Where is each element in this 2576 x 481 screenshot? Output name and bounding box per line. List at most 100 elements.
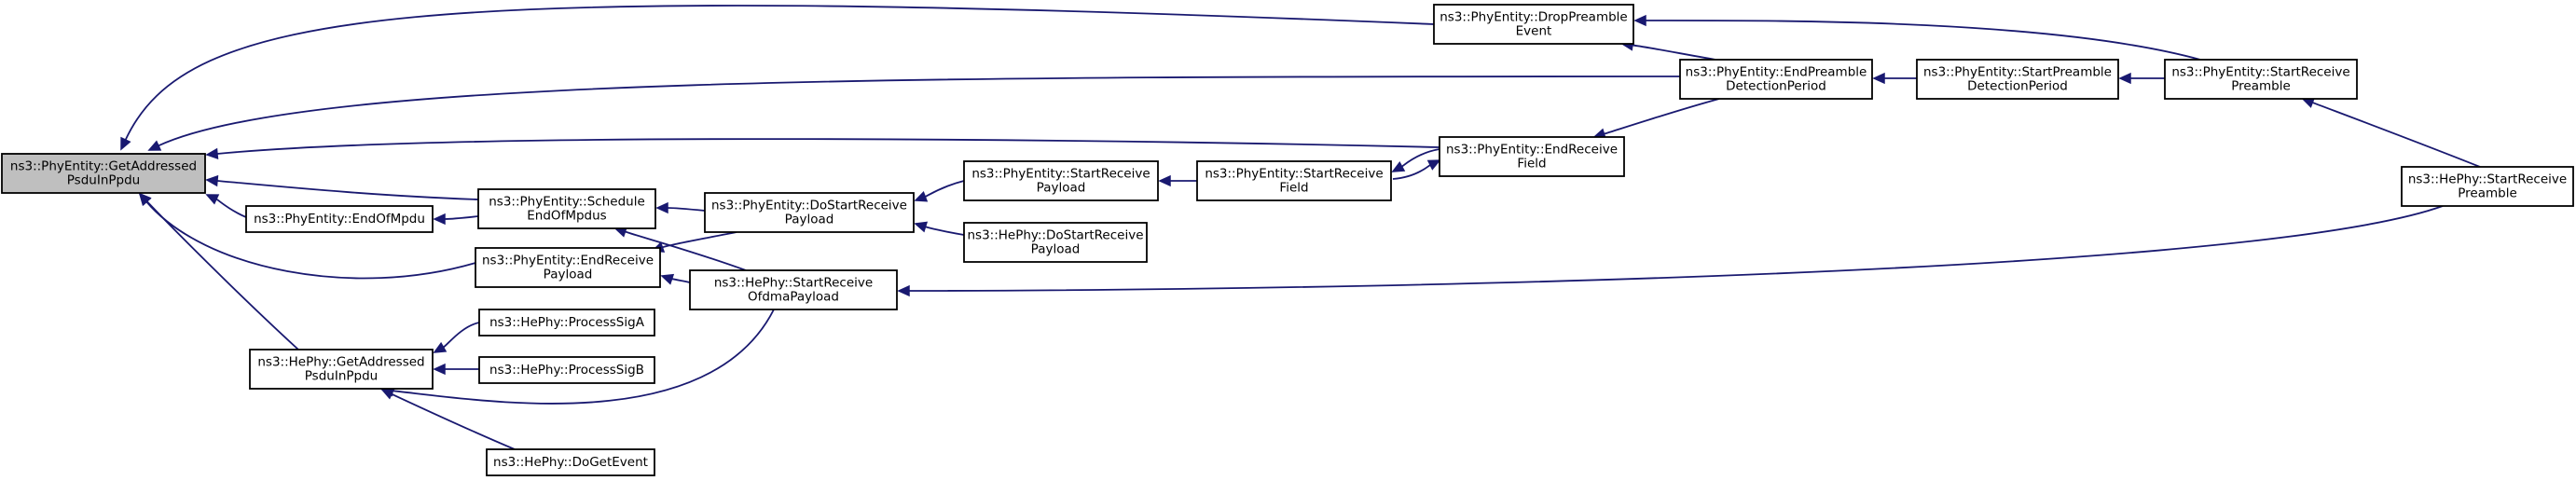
node-label: DetectionPeriod	[1726, 79, 1826, 94]
node-label: Payload	[1037, 181, 1086, 196]
node-label: ns3::PhyEntity::DoStartReceive	[711, 199, 907, 213]
edge-procsiga-to-hegetaddr	[433, 322, 480, 353]
node-box[interactable]	[249, 349, 434, 390]
node-label: Payload	[544, 268, 593, 282]
node-label: PsduInPpdu	[67, 173, 140, 188]
edge-endpredet-to-root	[147, 76, 1681, 151]
edge-line	[392, 309, 775, 405]
edges-layer	[120, 5, 2481, 450]
node-label: ns3::HePhy::StartReceive	[2408, 172, 2567, 187]
edge-schedule-to-root	[205, 174, 479, 200]
node-label: Payload	[785, 213, 834, 227]
node-label: Preamble	[2231, 79, 2291, 94]
node-endofmpdu[interactable]: ns3::PhyEntity::EndOfMpdu	[245, 205, 434, 233]
nodes-layer: ns3::PhyEntity::GetAddressedPsduInPpduns…	[1, 4, 2574, 476]
node-label: ns3::PhyEntity::DropPreamble	[1440, 10, 1627, 25]
node-label: OfdmaPayload	[748, 290, 839, 305]
node-label: ns3::PhyEntity::EndReceive	[1446, 143, 1618, 158]
node-box[interactable]	[486, 448, 655, 476]
edge-hedostart-to-dostartrecv	[914, 221, 965, 236]
arrowhead-icon	[660, 273, 675, 285]
edge-hegetaddr-to-root	[138, 192, 299, 350]
node-box[interactable]	[1679, 59, 1873, 100]
edge-line	[216, 180, 479, 200]
edge-line	[124, 5, 1435, 141]
node-box[interactable]	[477, 188, 656, 229]
node-label: Field	[1517, 157, 1546, 172]
node-box[interactable]	[1439, 136, 1625, 177]
node-label: ns3::PhyEntity::StartPreamble	[1923, 65, 2112, 80]
edge-heofdma-to-schedule	[613, 226, 747, 271]
node-box[interactable]	[1, 153, 206, 194]
edge-line	[1401, 148, 1440, 168]
node-box[interactable]	[1196, 160, 1392, 201]
node-box[interactable]	[245, 205, 434, 233]
edge-line	[1604, 98, 1720, 135]
edge-line	[145, 200, 476, 280]
node-box[interactable]	[1916, 59, 2119, 100]
arrowhead-icon	[433, 213, 446, 226]
edge-line	[215, 198, 247, 218]
edge-dostartrecv-to-schedule	[655, 201, 706, 214]
node-box[interactable]	[1433, 4, 1634, 45]
node-label: Event	[1516, 24, 1552, 39]
node-box[interactable]	[689, 269, 898, 310]
edge-endpredet-to-droppre	[1620, 39, 1716, 61]
edge-line	[1645, 20, 2201, 61]
edge-line	[669, 278, 691, 283]
arrowhead-icon	[1426, 159, 1441, 171]
arrowhead-icon	[1633, 14, 1646, 27]
edge-line	[908, 205, 2444, 292]
node-box[interactable]	[475, 247, 661, 288]
edge-line	[391, 392, 516, 450]
edge-droppre-to-root	[120, 5, 1435, 151]
edge-endpredet-to-endrecvfld	[1592, 98, 1720, 140]
node-box[interactable]	[963, 160, 1159, 201]
node-label: ns3::HePhy::DoStartReceive	[967, 228, 1143, 243]
node-startpredet[interactable]: ns3::PhyEntity::StartPreambleDetectionPe…	[1916, 59, 2119, 100]
arrowhead-icon	[2118, 72, 2131, 85]
edge-line	[662, 231, 737, 249]
arrowhead-icon	[1158, 174, 1171, 187]
node-endpredet[interactable]: ns3::PhyEntity::EndPreambleDetectionPeri…	[1679, 59, 1873, 100]
edge-line	[1392, 164, 1431, 180]
node-box[interactable]	[478, 309, 655, 337]
arrowhead-icon	[1391, 160, 1406, 172]
node-label: ns3::HePhy::DoGetEvent	[493, 455, 648, 470]
node-procsigb[interactable]: ns3::HePhy::ProcessSigB	[478, 356, 655, 384]
edge-startrecvpre-to-droppre	[1633, 14, 2201, 61]
node-dogetevent[interactable]: ns3::HePhy::DoGetEvent	[486, 448, 655, 476]
node-box[interactable]	[2401, 166, 2574, 207]
edge-startrecvfld-to-startrecvpay	[1158, 174, 1198, 187]
arrowhead-icon	[433, 363, 446, 376]
arrowhead-icon	[655, 201, 668, 214]
arrowhead-icon	[120, 136, 131, 151]
node-label: Preamble	[2458, 186, 2517, 201]
node-box[interactable]	[963, 222, 1148, 263]
node-label: ns3::PhyEntity::EndPreamble	[1686, 65, 1867, 80]
edge-line	[216, 138, 1440, 155]
edge-line	[667, 207, 706, 212]
edge-line	[158, 76, 1681, 147]
node-box[interactable]	[704, 192, 915, 233]
node-procsiga[interactable]: ns3::HePhy::ProcessSigA	[478, 309, 655, 337]
node-label: ns3::HePhy::ProcessSigA	[489, 315, 645, 330]
arrowhead-icon	[380, 389, 395, 400]
arrowhead-icon	[147, 140, 162, 151]
node-box[interactable]	[2164, 59, 2358, 100]
node-box[interactable]	[478, 356, 655, 384]
node-label: DetectionPeriod	[1967, 79, 2068, 94]
